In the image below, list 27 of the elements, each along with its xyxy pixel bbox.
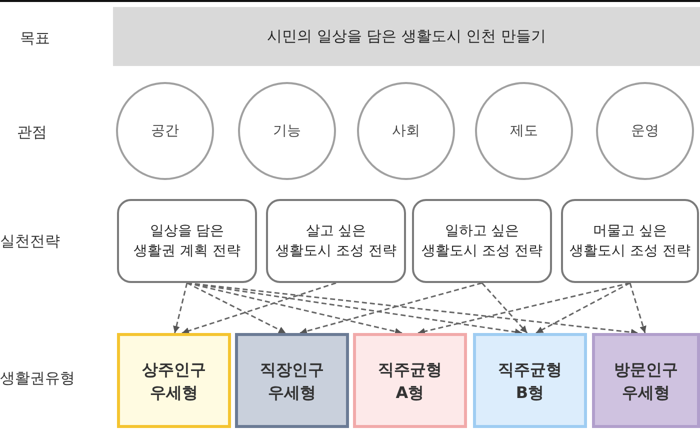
row-label: 실천전략 bbox=[0, 232, 60, 250]
arrow bbox=[629, 282, 646, 334]
arrow bbox=[173, 282, 188, 334]
strategy-box: 머물고 싶은 생활도시 조성 전략 bbox=[561, 199, 699, 283]
arrow bbox=[186, 282, 286, 334]
strategy-box: 일하고 싶은 생활도시 조성 전략 bbox=[412, 199, 552, 283]
strategy-box: 살고 싶은 생활도시 조성 전략 bbox=[266, 199, 406, 283]
type-box: 방문인구 우세형 bbox=[592, 333, 700, 428]
goal-banner: 시민의 일상을 담은 생활도시 인천 만들기 bbox=[113, 7, 700, 66]
arrow bbox=[418, 282, 630, 335]
row-label: 관점 bbox=[17, 123, 47, 141]
type-box: 직주균형 B형 bbox=[473, 333, 587, 428]
strategy-box: 일상을 담은 생활권 계획 전략 bbox=[117, 199, 257, 283]
arrow bbox=[481, 282, 528, 334]
arrow bbox=[182, 282, 336, 334]
perspective-circle: 공간 bbox=[116, 82, 214, 180]
perspective-circle: 운영 bbox=[596, 82, 694, 180]
type-box: 상주인구 우세형 bbox=[117, 333, 231, 428]
type-box: 직주균형 A형 bbox=[353, 333, 467, 428]
perspective-circle: 기능 bbox=[238, 82, 336, 180]
row-label: 생활권유형 bbox=[0, 369, 75, 387]
type-box: 직장인구 우세형 bbox=[235, 333, 349, 428]
row-label: 목표 bbox=[20, 29, 50, 47]
perspective-circle: 제도 bbox=[475, 82, 573, 180]
arrow bbox=[536, 282, 630, 334]
perspective-circle: 사회 bbox=[357, 82, 455, 180]
arrow bbox=[300, 282, 482, 335]
